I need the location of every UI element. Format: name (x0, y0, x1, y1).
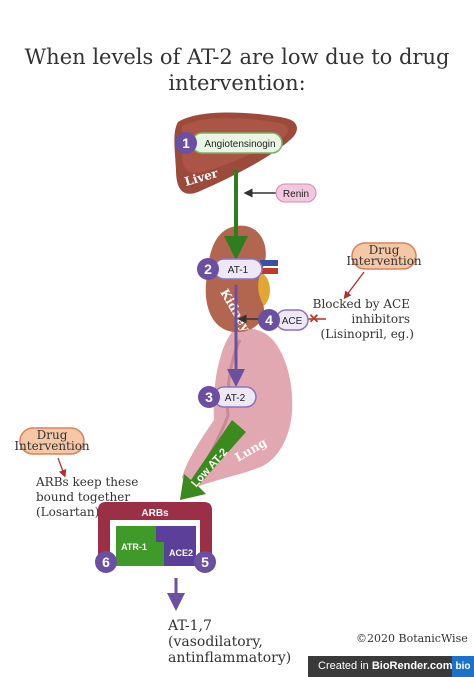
arbs-bracket: ARBs (98, 502, 212, 556)
step2-label: AT-1 (228, 265, 249, 276)
step4-number: 4 (265, 312, 273, 328)
ace-note-line3: (Lisinopril, eg.) (321, 327, 414, 341)
drug-intervention-left-arrow (57, 457, 67, 478)
drug-intervention-pill-left (19, 427, 85, 455)
arbs-note-line2: bound together (36, 490, 130, 504)
step2-badge (197, 258, 219, 280)
drug-intervention-top-line1: Drug (369, 243, 400, 257)
renin-label: Renin (283, 189, 309, 200)
drug-intervention-left-line1: Drug (37, 428, 68, 442)
footer-created-text: Created in BioRender.com (318, 656, 453, 677)
arbs-label: ARBs (141, 508, 169, 519)
step3-badge (198, 386, 220, 408)
step1-label: Angiotensinogin (204, 139, 275, 150)
step2-number: 2 (204, 261, 212, 277)
block-x-icon: ✕ (309, 311, 320, 326)
drug-intervention-top-arrow (343, 271, 365, 300)
step5-badge (194, 551, 216, 573)
copyright-credit: ©2020 BotanicWise (356, 632, 468, 645)
step6-badge (95, 551, 117, 573)
step5-number: 5 (201, 554, 209, 570)
biorender-logo-icon: bio (452, 656, 474, 677)
arbs-note-line3: (Losartan) (36, 505, 99, 519)
drug-intervention-left-line2: Intervention (14, 439, 90, 453)
step4-badge (258, 309, 280, 331)
drug-intervention-top-line2: Intervention (346, 254, 422, 268)
output-line2: (vasodilatory, (168, 634, 263, 650)
renin-pill (275, 183, 317, 203)
step1-number: 1 (182, 135, 190, 151)
receptor-complex: ATR-1 ACE2 (116, 526, 196, 566)
diagram-title: When levels of AT-2 are low due to drug … (24, 45, 450, 95)
step1-badge (175, 132, 197, 154)
footer-brand: BioRender.com (371, 660, 453, 672)
step4-label: ACE (282, 316, 303, 327)
output-line1: AT-1,7 (167, 618, 212, 634)
step5-label: ACE2 (169, 548, 193, 558)
arbs-note-line1: ARBs keep these (35, 475, 138, 489)
drug-intervention-pill-top (351, 242, 417, 270)
ace-note-line2: inhibitors (351, 312, 410, 326)
biorender-footer[interactable]: Created in BioRender.com bio (308, 656, 474, 677)
step3-label: AT-2 (225, 393, 246, 404)
step3-number: 3 (205, 389, 213, 405)
ace-note-line1: Blocked by ACE (313, 297, 410, 311)
step6-number: 6 (102, 554, 110, 570)
output-line3: antinflammatory) (168, 650, 291, 666)
step6-label: ATR-1 (121, 542, 147, 552)
footer-created-prefix: Created in (318, 660, 372, 672)
